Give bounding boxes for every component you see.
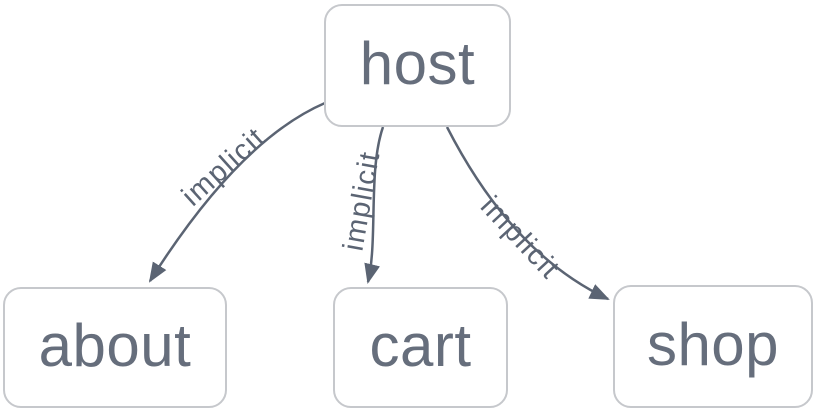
node-cart[interactable]: cart (333, 287, 508, 408)
node-label-about: about (38, 311, 192, 379)
edge-label-host-shop[interactable]: implicit (474, 190, 566, 285)
node-shop[interactable]: shop (613, 285, 813, 408)
edge-label-host-cart[interactable]: implicit (338, 149, 387, 254)
node-host[interactable]: host (324, 4, 511, 127)
edge-label-host-about[interactable]: implicit (176, 121, 272, 212)
edge-host-cart[interactable] (364, 126, 385, 284)
edge-host-shop[interactable] (445, 126, 610, 301)
node-about[interactable]: about (3, 287, 227, 408)
edge-host-about[interactable] (148, 101, 326, 283)
node-label-host: host (359, 29, 476, 97)
node-label-cart: cart (369, 311, 472, 379)
node-label-shop: shop (646, 310, 780, 378)
